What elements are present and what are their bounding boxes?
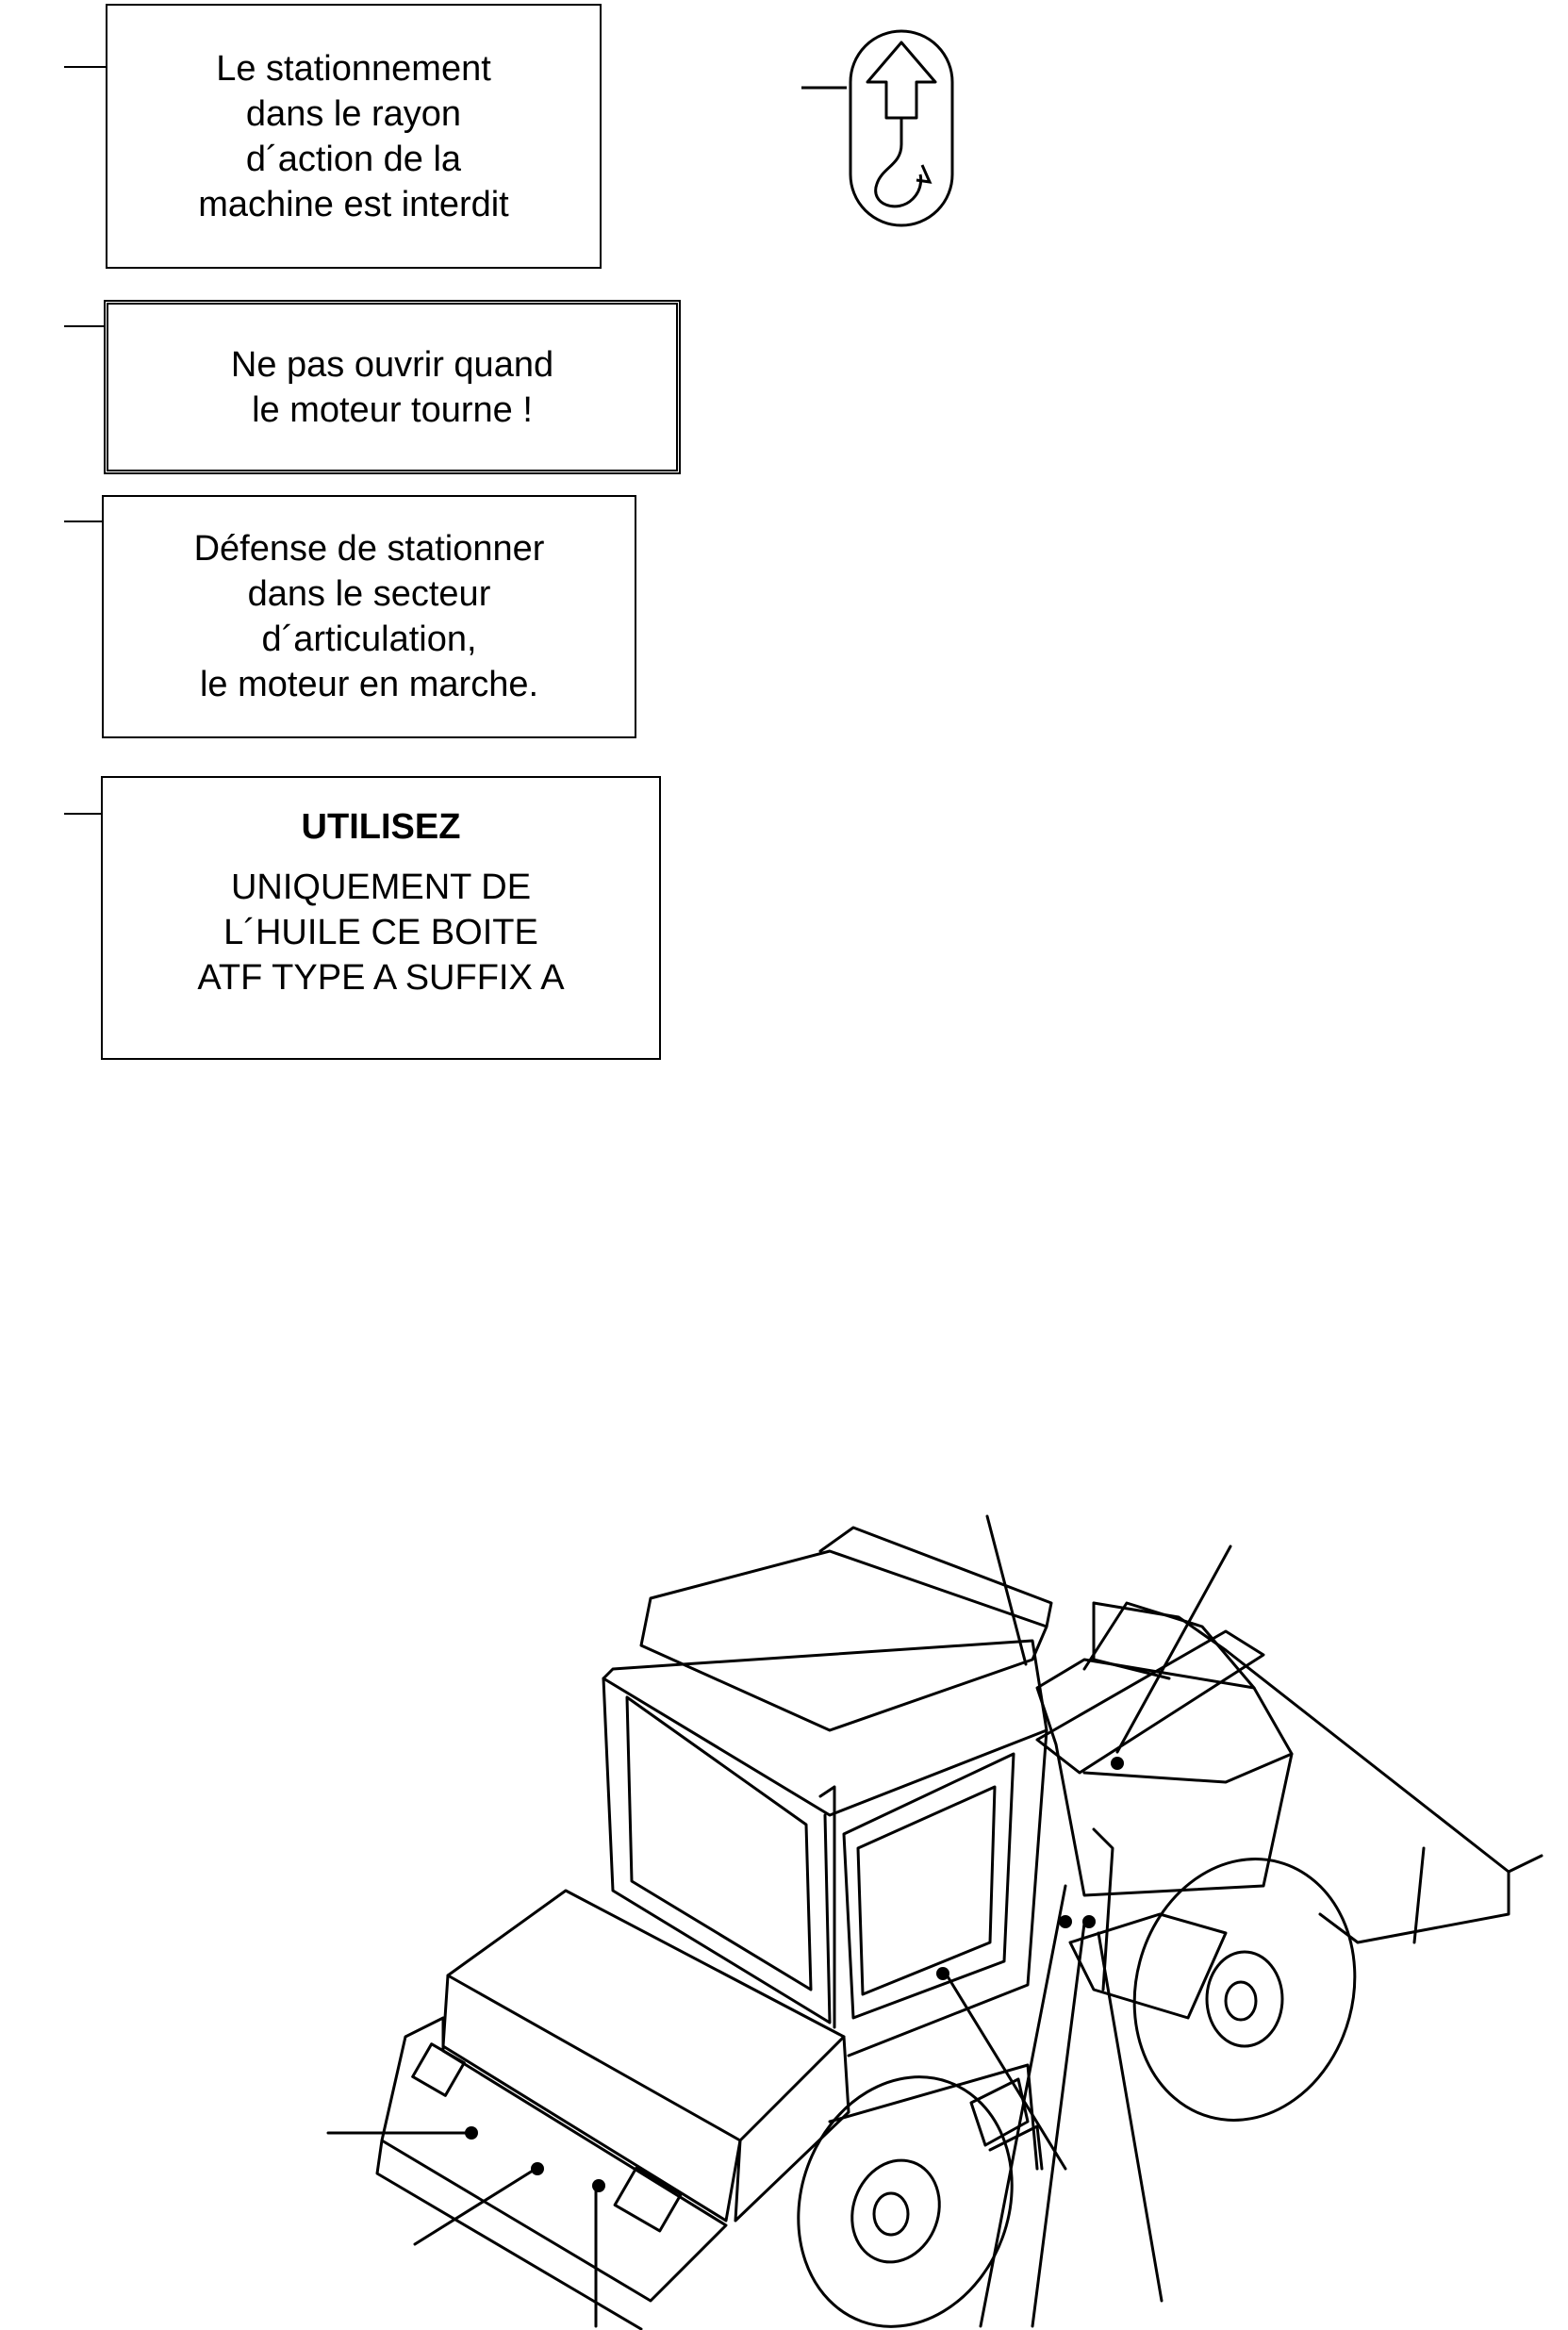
do-not-open-label: Ne pas ouvrir quand le moteur tourne ! <box>104 300 681 474</box>
lifting-hook-icon <box>801 29 954 227</box>
label-line: d´action de la <box>245 139 462 179</box>
oil-type-label: UTILISEZ UNIQUEMENT DE L´HUILE CE BOITE … <box>101 776 661 1060</box>
label-line: le moteur tourne ! <box>252 389 533 430</box>
label-line: Ne pas ouvrir quand <box>230 344 554 385</box>
label-line: Défense de stationner <box>193 529 545 569</box>
label-leader-tick <box>64 325 104 327</box>
label-leader-tick <box>64 521 102 522</box>
label-line: dans le rayon <box>245 93 462 134</box>
label-heading: UTILISEZ <box>301 807 461 847</box>
label-leader-tick <box>64 813 101 815</box>
label-leader-tick <box>64 66 106 68</box>
label-line: L´HUILE CE BOITE <box>223 913 538 952</box>
label-line: le moteur en marche. <box>199 665 539 704</box>
label-line: dans le secteur <box>247 574 491 614</box>
label-line: d´articulation, <box>261 620 477 659</box>
no-standing-label: Le stationnement dans le rayon d´action … <box>106 4 602 269</box>
label-line: machine est interdit <box>198 184 509 224</box>
label-line: Le stationnement <box>216 48 491 89</box>
label-line: UNIQUEMENT DE <box>230 868 532 907</box>
articulation-zone-label: Défense de stationner dans le secteur d´… <box>102 495 636 738</box>
label-line: ATF TYPE A SUFFIX A <box>197 958 565 998</box>
